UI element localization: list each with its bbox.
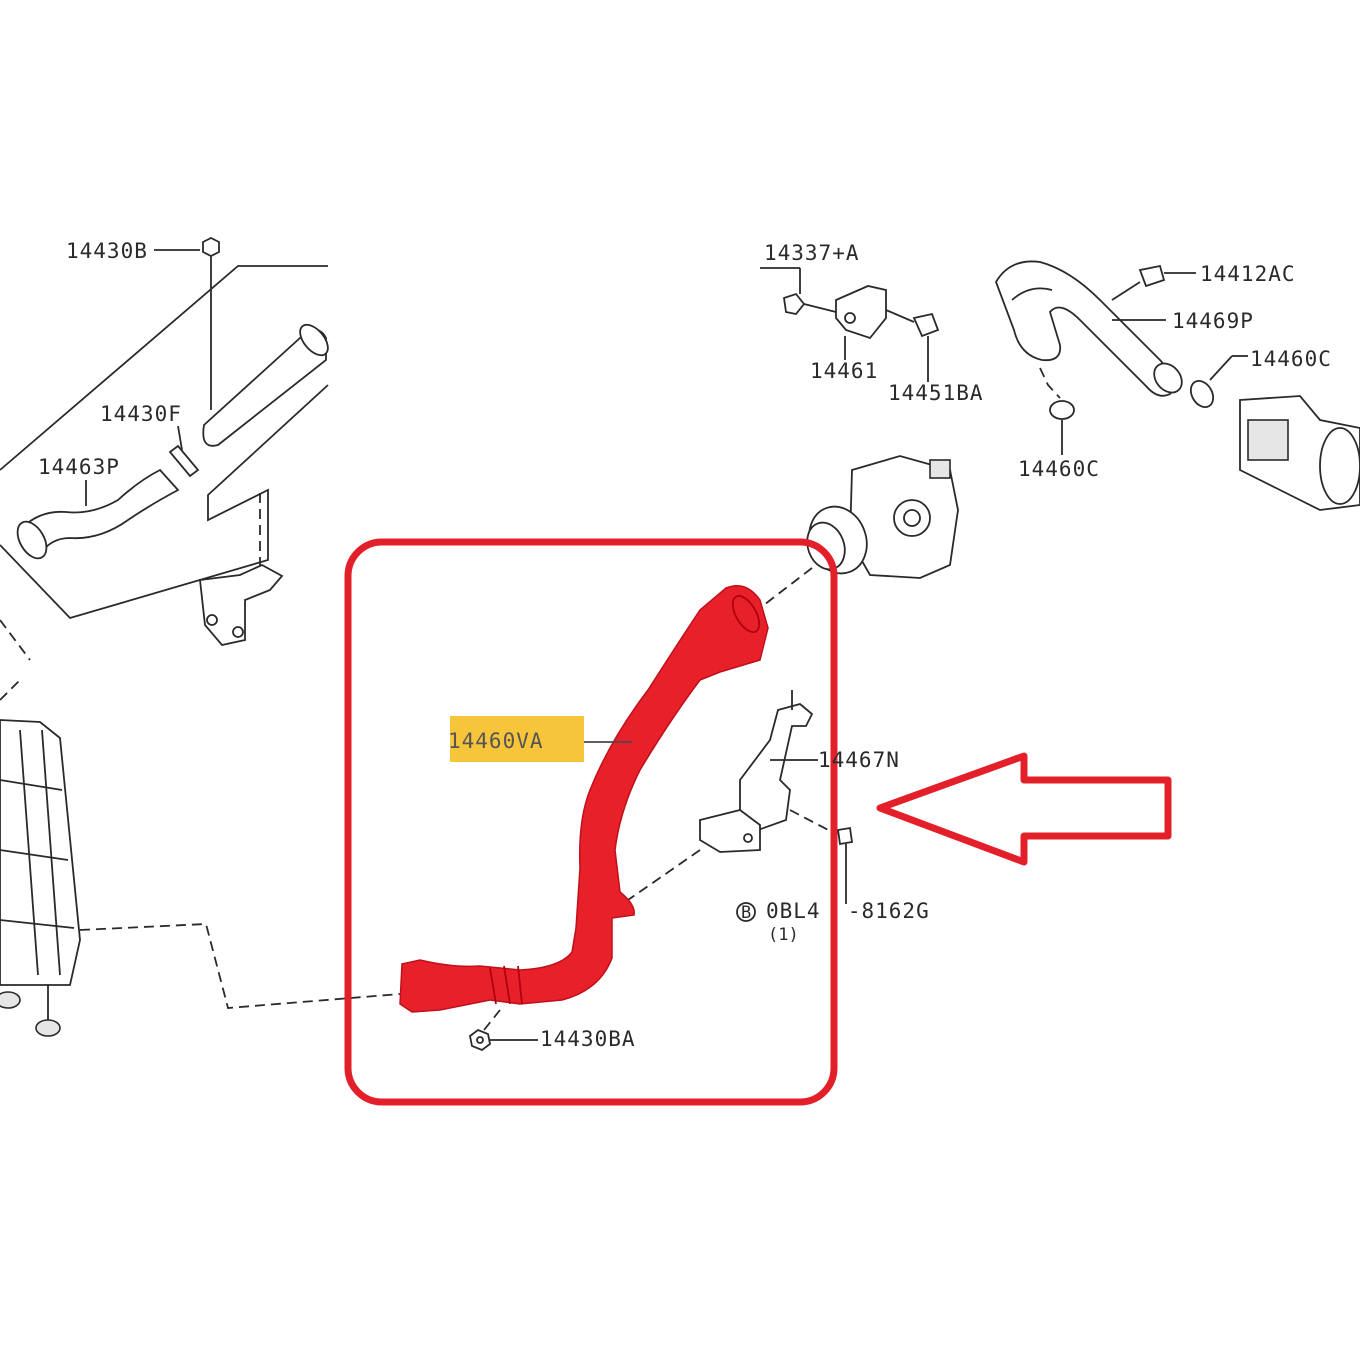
label-14467n: 14467N bbox=[818, 748, 900, 772]
label-0bl4-8162g: 0BL4 -8162G bbox=[766, 899, 930, 923]
pipe-assembly-right bbox=[995, 260, 1360, 511]
label-14412ac: 14412AC bbox=[1200, 262, 1296, 286]
throttle-body bbox=[759, 455, 959, 609]
label-14430f: 14430F bbox=[100, 402, 182, 426]
label-14463p: 14463P bbox=[38, 455, 120, 479]
bolt-14430ba bbox=[469, 1009, 538, 1052]
label-14461: 14461 bbox=[810, 359, 878, 383]
bracket-assembly bbox=[760, 267, 940, 382]
label-14469p: 14469P bbox=[1172, 309, 1254, 333]
highlight-box bbox=[344, 538, 838, 1106]
pointer-arrow bbox=[876, 752, 1172, 866]
label-14337a: 14337+A bbox=[764, 241, 860, 265]
bolt-symbol-circle bbox=[736, 902, 756, 922]
label-quantity: (1) bbox=[768, 925, 799, 945]
label-14460va: 14460VA bbox=[448, 729, 544, 753]
label-14460c-bottom: 14460C bbox=[1018, 457, 1100, 481]
label-14451ba: 14451BA bbox=[888, 381, 984, 405]
label-14460c-right: 14460C bbox=[1250, 347, 1332, 371]
intercooler-assembly bbox=[0, 236, 401, 1037]
label-14430ba: 14430BA bbox=[540, 1027, 636, 1051]
bracket-14467n bbox=[627, 690, 854, 904]
bolt-symbol-letter: B bbox=[741, 903, 751, 923]
hose-14460va-highlighted bbox=[399, 585, 769, 1013]
label-highlight bbox=[450, 716, 584, 762]
label-14430b: 14430B bbox=[66, 239, 148, 263]
